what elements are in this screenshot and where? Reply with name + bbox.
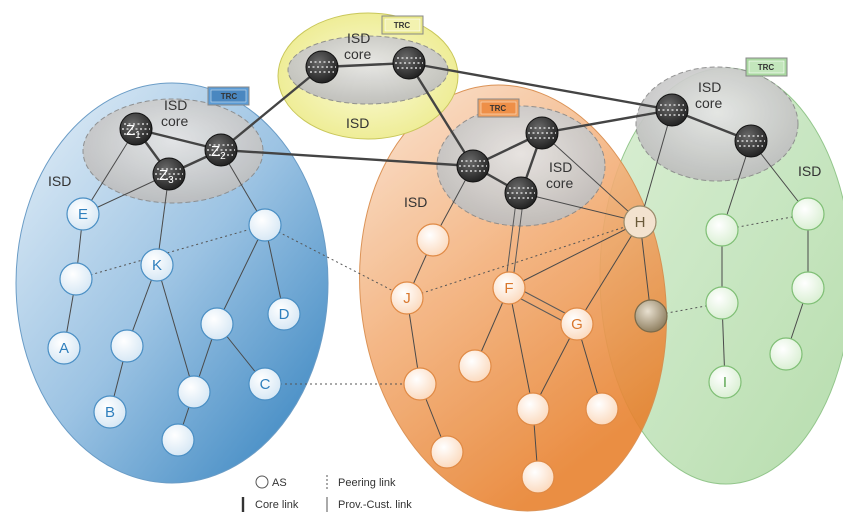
green-isd-label: ISD bbox=[798, 163, 821, 179]
orange-core-label-isd: ISD bbox=[549, 159, 572, 175]
as-node[interactable] bbox=[791, 197, 825, 231]
as-node[interactable] bbox=[521, 460, 555, 494]
as-node[interactable] bbox=[769, 337, 803, 371]
node-label-f: F bbox=[504, 280, 513, 297]
legend-prov-cust-link-label: Prov.-Cust. link bbox=[338, 499, 412, 511]
orange-isd-label: ISD bbox=[404, 194, 427, 210]
trc-badge-green[interactable]: TRC bbox=[745, 57, 788, 77]
as-node-i[interactable] bbox=[708, 365, 742, 399]
as-node[interactable] bbox=[161, 423, 195, 457]
core-node-z3-label: Z3 bbox=[159, 167, 174, 186]
green-core-label-isd: ISD bbox=[698, 79, 721, 95]
core-region-orange bbox=[436, 105, 606, 227]
orange-core-label-core: core bbox=[546, 175, 573, 191]
node-labels: E K D A C B J F G H I bbox=[59, 206, 727, 421]
as-node-c[interactable] bbox=[248, 367, 282, 401]
core-node-z1-label: Z1 bbox=[126, 122, 141, 141]
as-node[interactable] bbox=[248, 208, 282, 242]
node-label-h: H bbox=[635, 214, 646, 231]
as-node[interactable] bbox=[200, 307, 234, 341]
as-node[interactable] bbox=[430, 435, 464, 469]
blue-isd-label: ISD bbox=[48, 173, 71, 189]
node-label-j: J bbox=[403, 290, 411, 307]
blue-core-label-isd: ISD bbox=[164, 97, 187, 113]
as-node[interactable] bbox=[791, 271, 825, 305]
as-node[interactable] bbox=[516, 392, 550, 426]
legend: AS Core link Peering link Prov.-Cust. li… bbox=[241, 475, 412, 512]
green-as-nodes bbox=[705, 197, 825, 399]
as-node-g[interactable] bbox=[560, 307, 594, 341]
node-label-d: D bbox=[279, 306, 290, 323]
region-labels: ISD core ISD ISD core ISD ISD core ISD I… bbox=[48, 30, 821, 210]
svg-text:TRC: TRC bbox=[758, 63, 775, 72]
orange-as-nodes bbox=[390, 223, 619, 494]
trc-badge-orange[interactable]: TRC bbox=[477, 98, 520, 118]
node-label-b: B bbox=[105, 404, 115, 421]
as-node-h[interactable] bbox=[623, 205, 657, 239]
legend-as-label: AS bbox=[272, 477, 287, 489]
svg-text:TRC: TRC bbox=[221, 92, 238, 101]
as-node-a[interactable] bbox=[47, 331, 81, 365]
blue-core-label-core: core bbox=[161, 113, 188, 129]
legend-as-icon bbox=[255, 475, 269, 489]
as-node[interactable] bbox=[458, 349, 492, 383]
node-label-k: K bbox=[152, 257, 162, 274]
node-label-a: A bbox=[59, 340, 69, 357]
as-node-k[interactable] bbox=[140, 248, 174, 282]
as-node[interactable] bbox=[705, 286, 739, 320]
legend-core-link-label: Core link bbox=[255, 499, 299, 511]
node-label-g: G bbox=[571, 316, 583, 333]
as-node[interactable] bbox=[634, 299, 668, 333]
legend-peering-link-label: Peering link bbox=[338, 477, 396, 489]
svg-text:TRC: TRC bbox=[394, 21, 411, 30]
as-node-b[interactable] bbox=[93, 395, 127, 429]
node-label-c: C bbox=[260, 376, 271, 393]
as-node[interactable] bbox=[177, 375, 211, 409]
as-node[interactable] bbox=[110, 329, 144, 363]
as-node-e[interactable] bbox=[66, 197, 100, 231]
as-node[interactable] bbox=[403, 367, 437, 401]
svg-text:TRC: TRC bbox=[490, 104, 507, 113]
blue-as-nodes bbox=[47, 197, 301, 457]
as-node[interactable] bbox=[59, 262, 93, 296]
as-node-f[interactable] bbox=[492, 271, 526, 305]
as-node-d[interactable] bbox=[267, 297, 301, 331]
green-core-label-core: core bbox=[695, 95, 722, 111]
node-label-e: E bbox=[78, 206, 88, 223]
as-node[interactable] bbox=[416, 223, 450, 257]
as-node-j[interactable] bbox=[390, 281, 424, 315]
trc-badge-blue[interactable]: TRC bbox=[207, 86, 250, 106]
yellow-core-label-core: core bbox=[344, 46, 371, 62]
yellow-isd-label: ISD bbox=[346, 115, 369, 131]
as-node[interactable] bbox=[585, 392, 619, 426]
router-stripes bbox=[122, 57, 765, 199]
node-label-i: I bbox=[723, 374, 727, 391]
core-node-z2-label: Z2 bbox=[211, 143, 226, 162]
trc-badge-yellow[interactable]: TRC bbox=[381, 15, 424, 35]
yellow-core-label-isd: ISD bbox=[347, 30, 370, 46]
as-node[interactable] bbox=[705, 213, 739, 247]
